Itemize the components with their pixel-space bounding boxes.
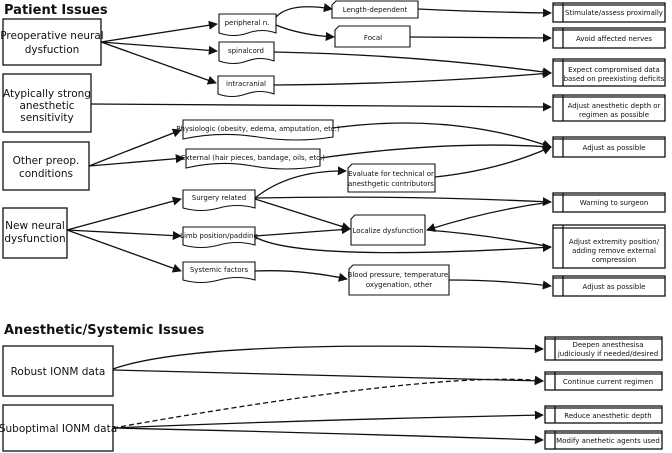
svg-text:Physiologic (obesity, edema, a: Physiologic (obesity, edema, amputation,… (176, 125, 340, 133)
node-evaluate: Evaluate for technical or anesthgetic co… (347, 163, 436, 193)
svg-text:New neural: New neural (5, 220, 65, 232)
section-title-anesthetic: Anesthetic/Systemic Issues (4, 323, 205, 338)
svg-text:Adjust as possible: Adjust as possible (583, 283, 646, 291)
node-focal: Focal (334, 25, 411, 48)
svg-text:intracranial: intracranial (226, 80, 266, 88)
svg-text:Atypically strong: Atypically strong (3, 88, 91, 100)
node-systemic: Systemic factors (182, 261, 256, 284)
svg-text:judiciously if needed/desired: judiciously if needed/desired (557, 350, 658, 358)
node-atypical: Atypically strong anesthetic sensitivity (2, 73, 92, 133)
node-external: External (hair pieces, bandage, oils, et… (181, 148, 325, 170)
action-avoid: Avoid affected nerves (552, 27, 666, 49)
svg-text:External (hair pieces, bandage: External (hair pieces, bandage, oils, et… (181, 154, 325, 162)
edge-warning-localize (426, 201, 552, 232)
node-preop: Preoperative neural dysfuction (0, 18, 104, 66)
svg-text:conditions: conditions (19, 168, 73, 180)
svg-text:Localize dysfunction: Localize dysfunction (352, 227, 423, 235)
svg-text:Evaluate for technical or: Evaluate for technical or (348, 170, 434, 178)
action-continue: Continue current regimen (544, 371, 663, 391)
svg-text:dysfunction: dysfunction (4, 233, 65, 245)
svg-text:dysfuction: dysfuction (25, 44, 80, 56)
action-extremity: Adjust extremity position/ adding remove… (552, 224, 666, 269)
svg-text:sensitivity: sensitivity (20, 112, 73, 124)
action-expect: Expect compromised data based on preexis… (552, 58, 666, 87)
node-physiologic: Physiologic (obesity, edema, amputation,… (176, 119, 340, 141)
svg-text:oxygenation, other: oxygenation, other (366, 281, 432, 289)
action-adjust-possible-1: Adjust as possible (552, 136, 666, 158)
svg-text:compression: compression (592, 256, 636, 264)
svg-text:adding remove external: adding remove external (572, 247, 656, 255)
action-adjust-depth: Adjust anesthetic depth or regimen as po… (552, 94, 666, 122)
svg-text:Limb position/padding: Limb position/padding (180, 232, 258, 240)
svg-text:Length-dependent: Length-dependent (343, 6, 408, 14)
svg-text:Surgery related: Surgery related (192, 194, 246, 202)
svg-text:Modify anethetic agents used: Modify anethetic agents used (556, 437, 660, 445)
edges (66, 3, 552, 445)
svg-text:Systemic factors: Systemic factors (190, 266, 249, 274)
svg-text:Adjust as possible: Adjust as possible (583, 144, 646, 152)
section-title-patient: Patient Issues (4, 3, 108, 18)
node-spinal: spinalcord (218, 41, 275, 65)
node-peripheral: peripheral n. (218, 13, 277, 37)
node-robust: Robust IONM data (2, 345, 114, 397)
node-new-neural: New neural dysfunction (2, 207, 68, 259)
node-localize: Localize dysfunction (350, 214, 426, 246)
node-surgery: Surgery related (182, 189, 256, 212)
svg-text:Adjust anesthetic depth or: Adjust anesthetic depth or (568, 102, 661, 110)
node-suboptimal: Suboptimal IONM data (0, 404, 117, 452)
svg-text:Suboptimal IONM data: Suboptimal IONM data (0, 423, 117, 435)
svg-text:based on preexisting deficits: based on preexisting deficits (564, 75, 665, 83)
svg-text:Other preop.: Other preop. (13, 155, 80, 167)
edge-localize-extremity (426, 229, 552, 248)
node-intracranial: intracranial (217, 75, 275, 98)
svg-text:Continue current regimen: Continue current regimen (563, 378, 653, 386)
svg-text:Adjust extremity position/: Adjust extremity position/ (569, 238, 660, 246)
svg-text:anesthgetic contributors: anesthgetic contributors (348, 180, 434, 188)
svg-text:Reduce anesthetic depth: Reduce anesthetic depth (564, 412, 651, 420)
node-length-dependent: Length-dependent (331, 0, 419, 19)
action-reduce: Reduce anesthetic depth (544, 405, 663, 424)
svg-text:Deepen anesthesisa: Deepen anesthesisa (572, 341, 643, 349)
svg-text:spinalcord: spinalcord (228, 47, 264, 55)
svg-text:peripheral n.: peripheral n. (225, 19, 270, 27)
action-warning: Warning to surgeon (552, 192, 666, 213)
svg-text:Expect compromised data: Expect compromised data (568, 66, 660, 74)
svg-text:Robust IONM data: Robust IONM data (11, 366, 106, 378)
svg-text:Avoid affected nerves: Avoid affected nerves (576, 35, 652, 43)
action-modify: Modify anethetic agents used (544, 430, 663, 450)
svg-text:Preoperative neural: Preoperative neural (0, 30, 103, 42)
action-stimulate: Stimulate/assess proximally (552, 2, 666, 23)
svg-text:Warning to surgeon: Warning to surgeon (580, 199, 649, 207)
svg-text:Stimulate/assess proximally: Stimulate/assess proximally (565, 9, 663, 17)
action-adjust-possible-2: Adjust as possible (552, 275, 666, 297)
svg-text:regimen as possible: regimen as possible (579, 111, 649, 119)
svg-text:Focal: Focal (364, 34, 382, 42)
svg-text:anesthetic: anesthetic (19, 100, 74, 112)
action-deepen: Deepen anesthesisa judiciously if needed… (544, 336, 663, 361)
node-limb: Limb position/padding (180, 226, 258, 249)
node-blood-pressure: Blood pressure, temperature, oxygenation… (348, 264, 451, 296)
node-other-preop: Other preop. conditions (2, 141, 90, 191)
svg-text:Blood pressure, temperature,: Blood pressure, temperature, (348, 271, 451, 279)
